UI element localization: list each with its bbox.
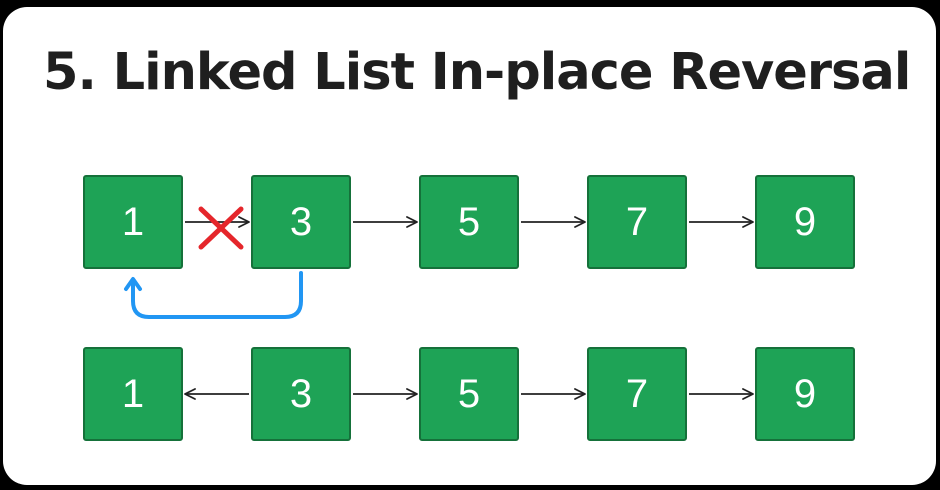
after-node-7: 7 xyxy=(587,347,687,441)
before-node-7: 7 xyxy=(587,175,687,269)
curved-return-arrow-icon xyxy=(124,271,303,319)
after-node-5: 5 xyxy=(419,347,519,441)
slide-title: 5. Linked List In-place Reversal xyxy=(43,43,911,102)
after-node-3: 3 xyxy=(251,347,351,441)
before-node-3: 3 xyxy=(251,175,351,269)
before-node-1: 1 xyxy=(83,175,183,269)
before-node-9: 9 xyxy=(755,175,855,269)
after-node-1: 1 xyxy=(83,347,183,441)
link-arrows-layer xyxy=(124,206,754,400)
slide-card: 5. Linked List In-place Reversal 1 3 5 7… xyxy=(3,7,936,485)
before-node-5: 5 xyxy=(419,175,519,269)
broken-link-cross-icon xyxy=(198,206,244,250)
after-node-9: 9 xyxy=(755,347,855,441)
